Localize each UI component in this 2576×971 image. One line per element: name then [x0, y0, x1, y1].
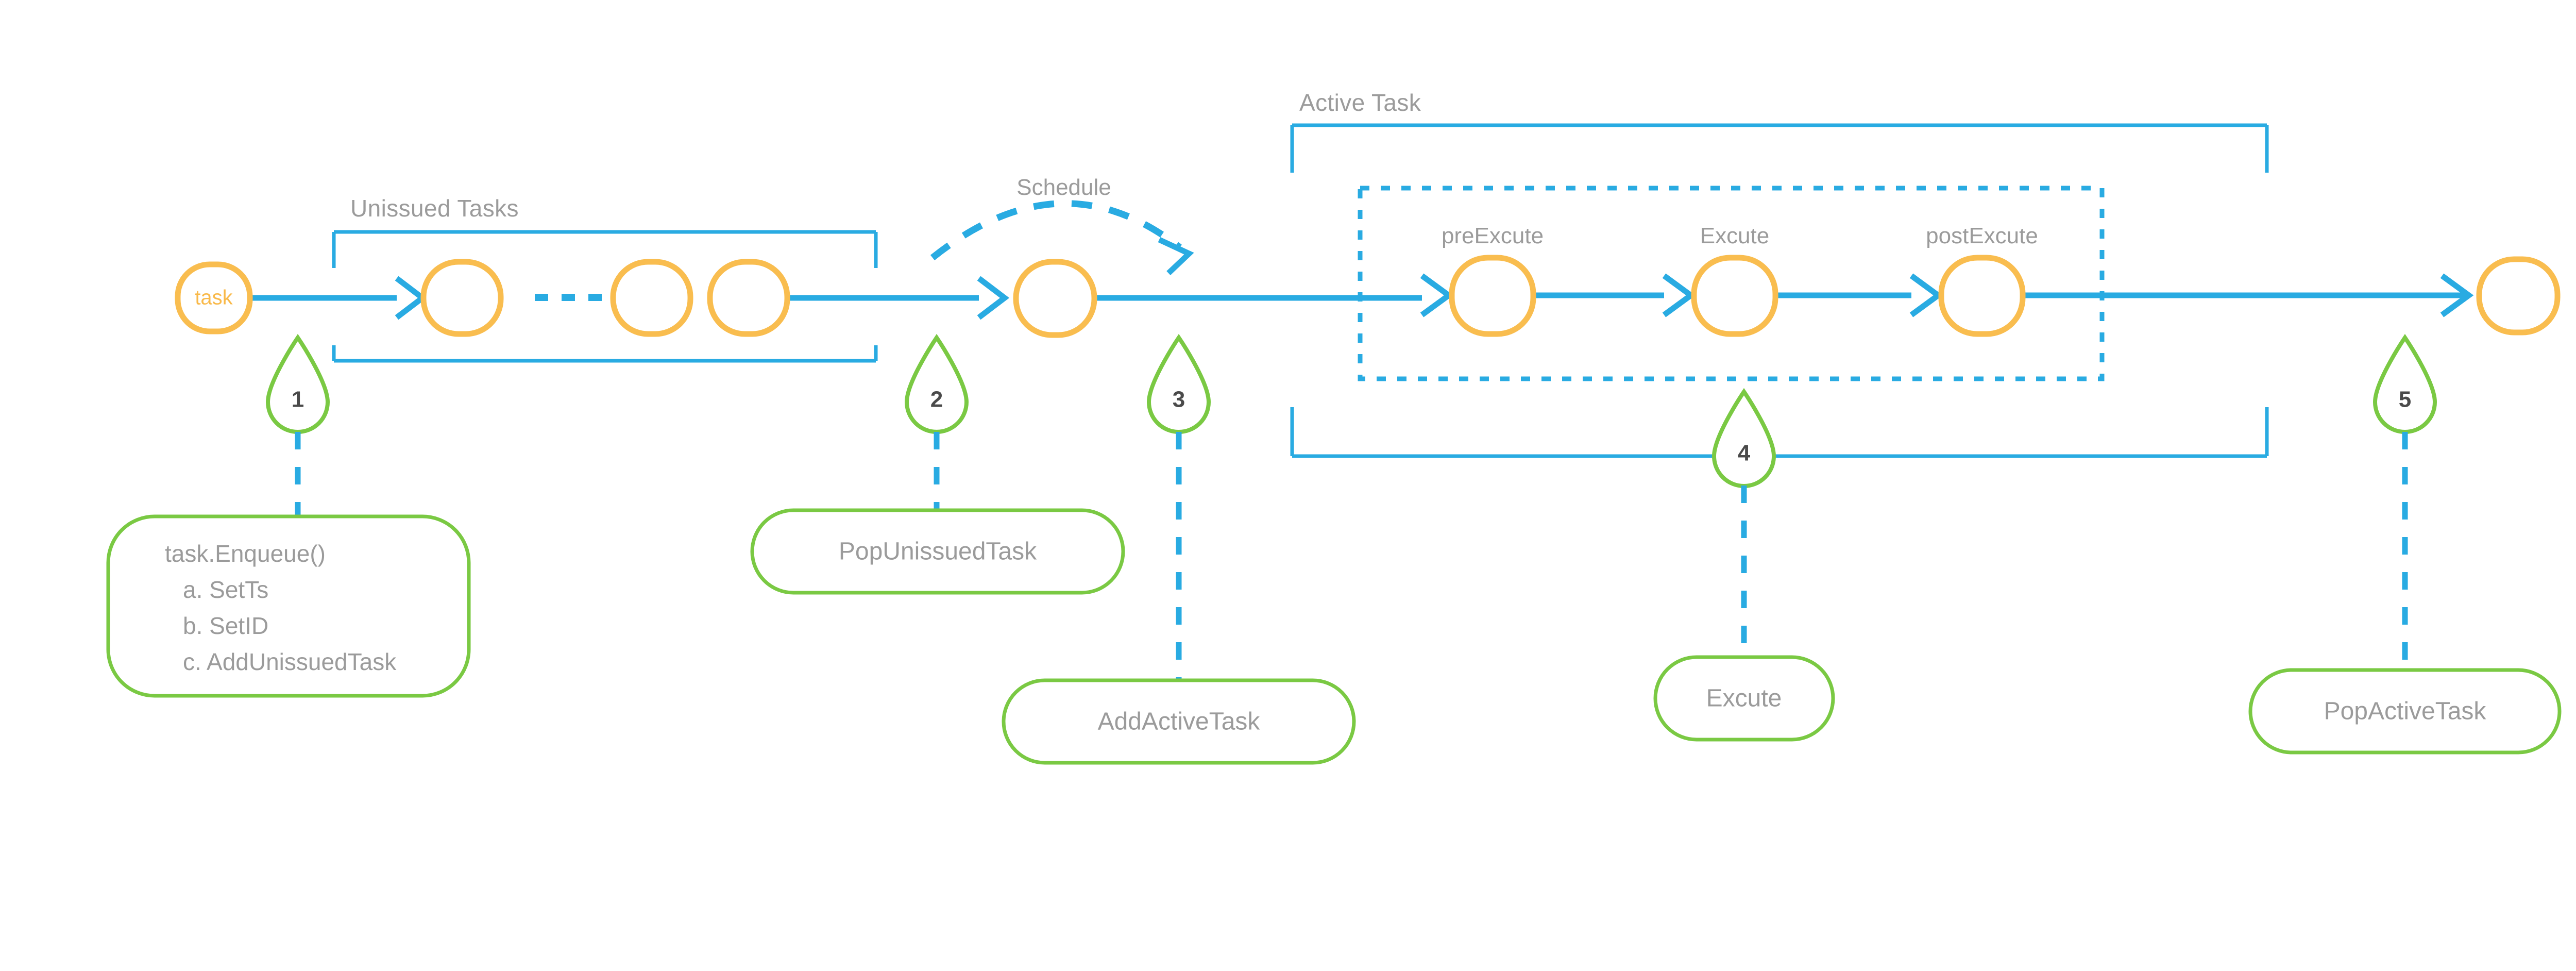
- node-queue-1[interactable]: [610, 259, 693, 337]
- queue-ellipsis-icon: [535, 294, 602, 301]
- execute-stage-dotted-box: [1358, 186, 2105, 381]
- marker-2[interactable]: 2: [904, 333, 969, 434]
- node-queue-0[interactable]: [420, 259, 504, 337]
- active-task-label: Active Task: [1299, 89, 1421, 116]
- unissued-tasks-label: Unissued Tasks: [350, 195, 519, 222]
- arrowhead-to-excute: [1662, 273, 1696, 317]
- callout-pop-unissued[interactable]: PopUnissuedTask: [750, 508, 1125, 595]
- arrowhead-to-postexcute: [1909, 273, 1943, 317]
- arrowhead-to-sink: [2440, 273, 2474, 317]
- main-flow-line: [249, 292, 2468, 301]
- node-schedule[interactable]: [1013, 259, 1097, 338]
- callout-enqueue-step-a: a. SetTs: [183, 576, 268, 603]
- callout-pop-active-text: PopActiveTask: [2324, 698, 2487, 725]
- callout-excute[interactable]: Excute: [1653, 655, 1835, 742]
- marker-4-number: 4: [1738, 441, 1751, 466]
- marker-3[interactable]: 3: [1146, 333, 1211, 434]
- marker-5[interactable]: 5: [2372, 333, 2437, 434]
- callout-add-active[interactable]: AddActiveTask: [1002, 678, 1356, 765]
- marker-3-number: 3: [1173, 387, 1185, 412]
- node-queue-2[interactable]: [707, 259, 790, 337]
- flow-arrowheads: [395, 273, 2474, 320]
- schedule-arc: [930, 200, 1194, 275]
- callout-enqueue[interactable]: task.Enqueue() a. SetTs b. SetID c. AddU…: [106, 514, 471, 698]
- callout-enqueue-step-c: c. AddUnissuedTask: [183, 648, 397, 675]
- stage-label-excute: Excute: [1700, 223, 1770, 248]
- unissued-tasks-bracket-top: [332, 230, 878, 268]
- active-task-bracket-bottom: [1290, 407, 2269, 458]
- marker-1-number: 1: [292, 387, 304, 412]
- unissued-tasks-bracket-bottom: [332, 345, 878, 363]
- node-sink[interactable]: [2476, 256, 2561, 336]
- callout-pop-unissued-text: PopUnissuedTask: [839, 538, 1037, 565]
- callout-enqueue-title: task.Enqueue(): [165, 540, 326, 567]
- arrowhead-to-preexcute: [1420, 273, 1454, 317]
- marker-2-number: 2: [930, 387, 943, 412]
- marker-5-number: 5: [2399, 387, 2411, 412]
- active-task-bracket-top: [1290, 123, 2269, 173]
- node-preexcute[interactable]: [1449, 255, 1536, 337]
- schedule-arrowhead: [1158, 237, 1194, 275]
- stage-label-postexcute: postExcute: [1926, 223, 2038, 248]
- node-task[interactable]: task: [175, 261, 253, 334]
- callout-add-active-text: AddActiveTask: [1098, 708, 1261, 735]
- callout-enqueue-step-b: b. SetID: [183, 612, 268, 639]
- node-excute[interactable]: [1691, 255, 1778, 337]
- stage-label-preexcute: preExcute: [1442, 223, 1544, 248]
- marker-4[interactable]: 4: [1711, 388, 1776, 488]
- node-postexcute[interactable]: [1938, 255, 2026, 337]
- node-task-label: task: [195, 287, 233, 309]
- leader-lines: [295, 432, 2408, 680]
- arrowhead-to-queue: [395, 276, 428, 320]
- schedule-label: Schedule: [1016, 175, 1111, 200]
- arrowhead-to-schedule: [977, 276, 1010, 320]
- callout-excute-text: Excute: [1706, 685, 1782, 712]
- callout-pop-active[interactable]: PopActiveTask: [2248, 668, 2562, 755]
- marker-1[interactable]: 1: [265, 333, 330, 434]
